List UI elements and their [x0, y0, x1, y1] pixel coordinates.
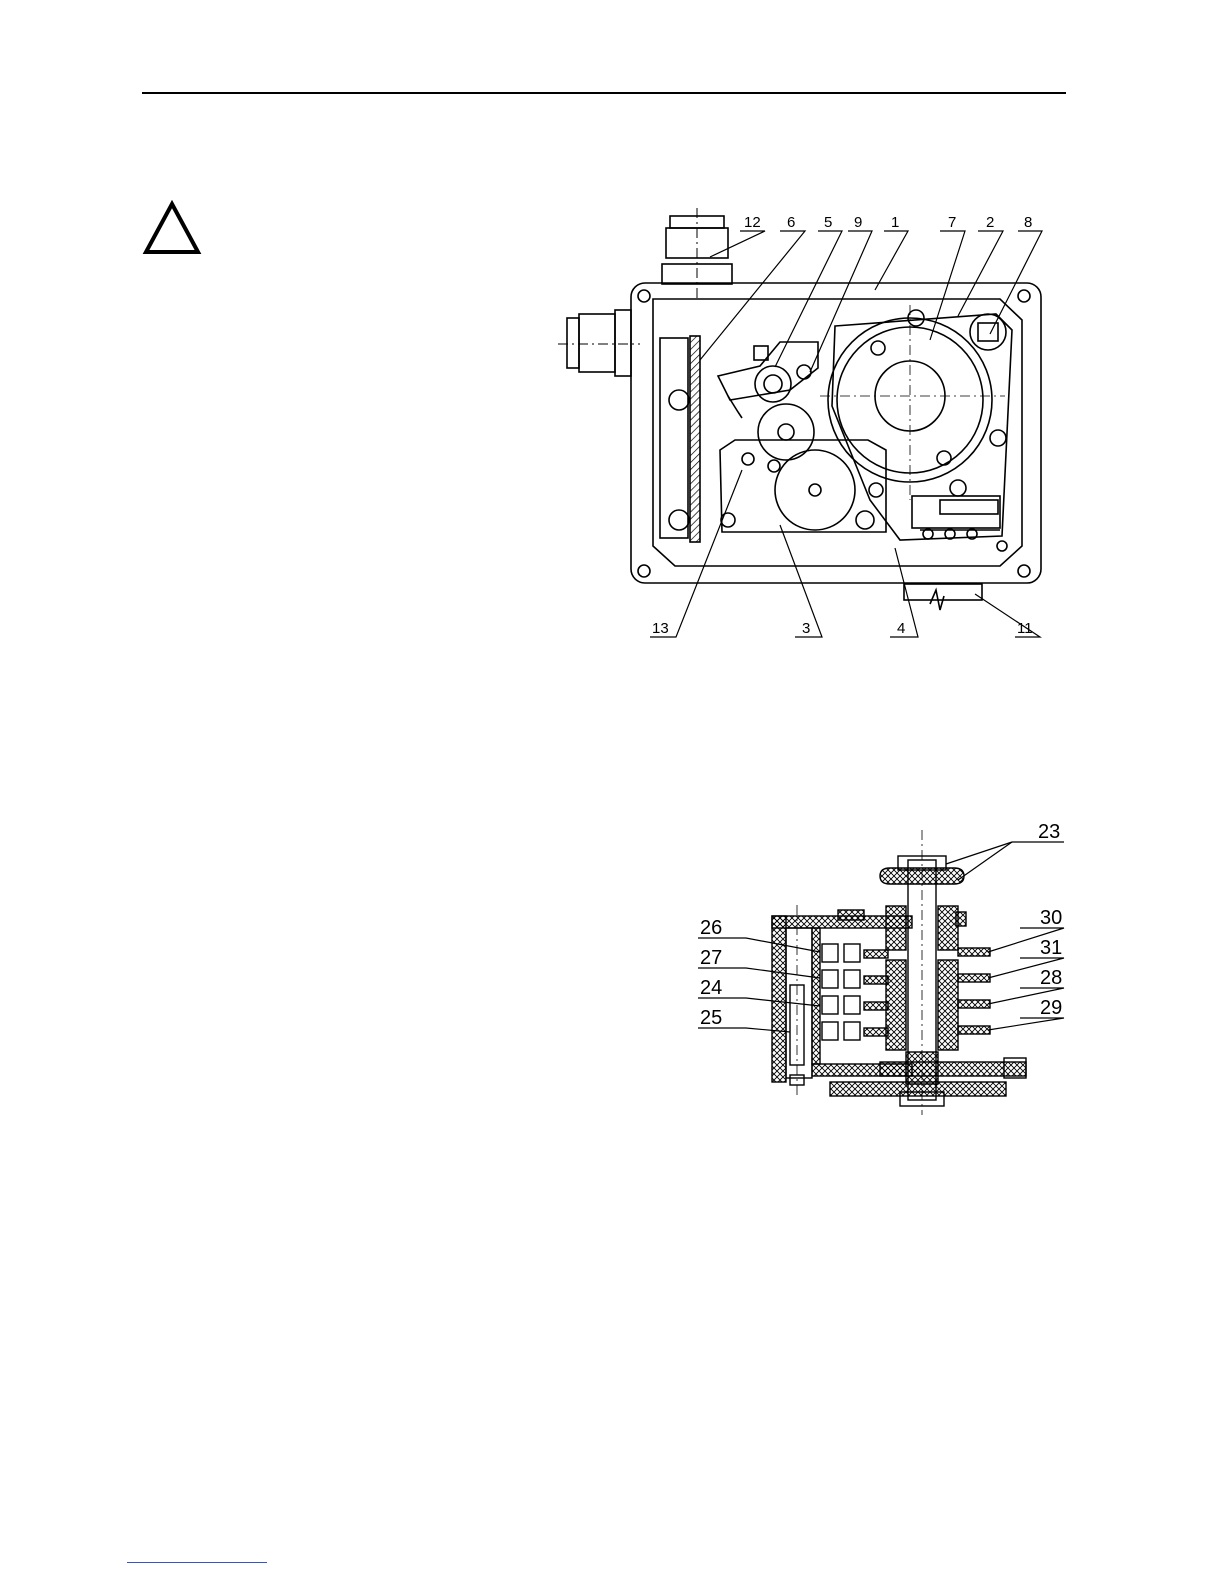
- callout-29: 29: [1040, 997, 1062, 1019]
- callout-26: 26: [700, 917, 722, 939]
- positioner-front-view-drawing: 12 6 5 9 1 7 2 8 13 3 4 11: [540, 200, 1060, 650]
- header-rule: [142, 92, 1066, 94]
- callout-31: 31: [1040, 937, 1062, 959]
- callout-8: 8: [1024, 214, 1032, 231]
- switch-unit-section-drawing: 23 26 27 24 25 30 31 28 29: [690, 815, 1070, 1115]
- callout-27: 27: [700, 947, 722, 969]
- callout-28: 28: [1040, 967, 1062, 989]
- callout-30: 30: [1040, 907, 1062, 929]
- callout-2: 2: [986, 214, 994, 231]
- callout-13: 13: [652, 620, 669, 637]
- callout-7: 7: [948, 214, 956, 231]
- callout-5: 5: [824, 214, 832, 231]
- callout-9: 9: [854, 214, 862, 231]
- warning-triangle-icon: [142, 200, 202, 256]
- callout-24: 24: [700, 977, 722, 999]
- callout-12: 12: [744, 214, 761, 231]
- footer-rule: [127, 1562, 267, 1563]
- callout-3: 3: [802, 620, 810, 637]
- callout-23: 23: [1038, 821, 1060, 843]
- callout-6: 6: [787, 214, 795, 231]
- callout-4: 4: [897, 620, 905, 637]
- callout-1: 1: [891, 214, 899, 231]
- callout-11: 11: [1017, 620, 1033, 637]
- housing-inner: [653, 299, 1022, 566]
- callout-25: 25: [700, 1007, 722, 1029]
